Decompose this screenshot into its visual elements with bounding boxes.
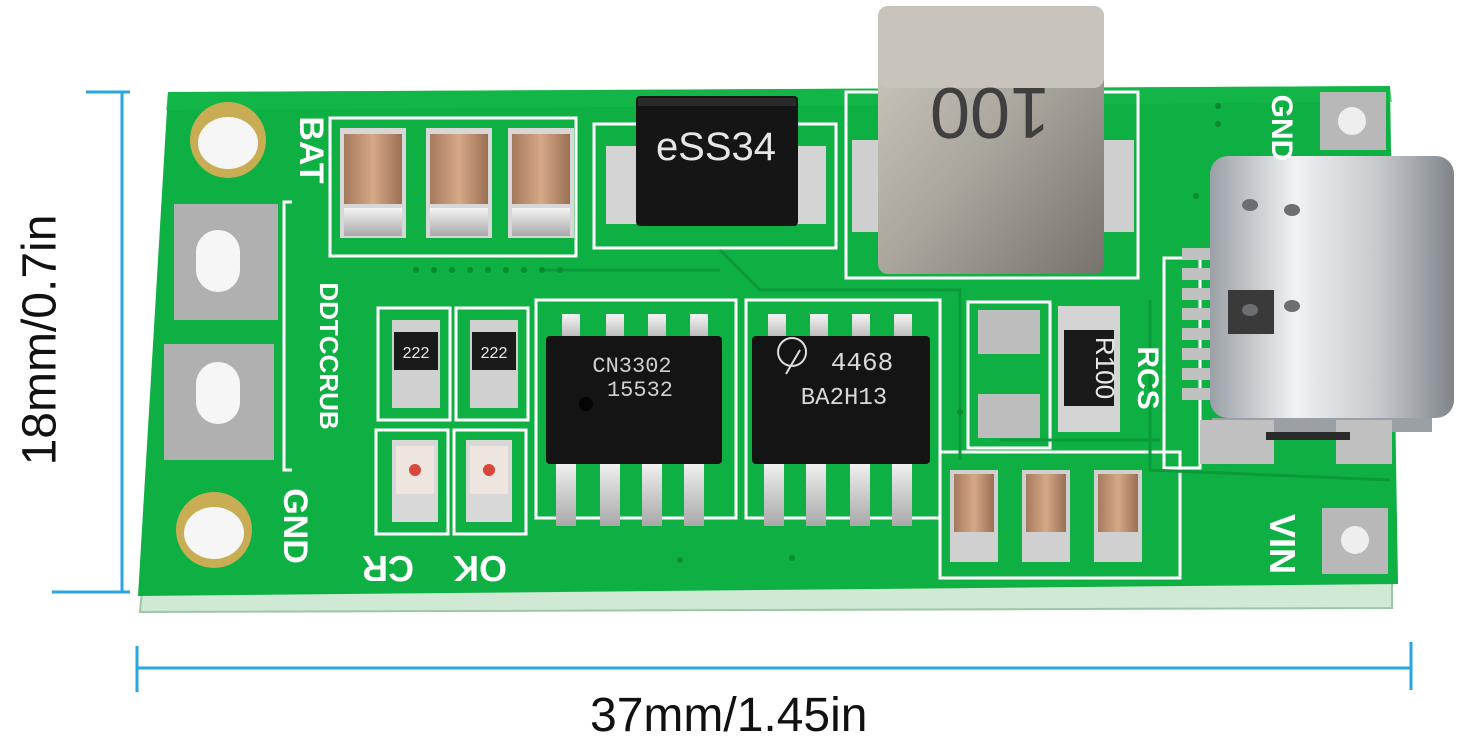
capacitors-bottom [950,470,1142,562]
ic2-label-line2: BA2H13 [801,385,887,412]
silk-gnd-right: GND [1265,95,1298,162]
ic2-label-line1: 4468 [831,348,893,378]
silk-bat: BAT [292,116,330,184]
vias [413,103,1221,563]
silk-ok: OK [453,548,507,589]
height-dimension-line [52,90,130,594]
sense-resistor-label: R100 [1090,337,1120,399]
silk-brand: DDTCCRUB [314,282,344,429]
diode-ess34 [606,96,826,226]
battery-pads [164,204,278,460]
pcb-traces [540,248,1391,482]
ic1-label-line1: CN3302 [592,354,671,379]
ic1-label-line2: 15532 [607,378,673,403]
width-dimension-label: 37mm/1.45in [590,689,868,742]
inductor-label: 100 [930,72,1050,152]
width-dimension-line [135,642,1413,692]
silk-vin: VIN [1262,514,1303,574]
inductor-100 [852,6,1134,274]
leds [392,440,512,522]
mounting-holes [176,92,1388,574]
silk-cr: CR [362,548,414,589]
resistor-a-label: 222 [403,345,430,362]
ic-4468 [752,314,930,526]
silkscreen-outlines [282,90,1202,580]
silk-gnd-left: GND [276,488,314,564]
diode-label: eSS34 [656,125,776,169]
resistors-222 [392,320,518,408]
capacitors-top [340,128,574,238]
height-dimension-label: 18mm/0.7in [13,214,67,466]
silk-rcs: RCS [1131,346,1164,409]
resistor-b-label: 222 [481,345,508,362]
usb-c-connector[interactable] [1182,156,1454,464]
ic-cn3302 [546,314,722,526]
sense-resistor-r100 [978,306,1120,438]
